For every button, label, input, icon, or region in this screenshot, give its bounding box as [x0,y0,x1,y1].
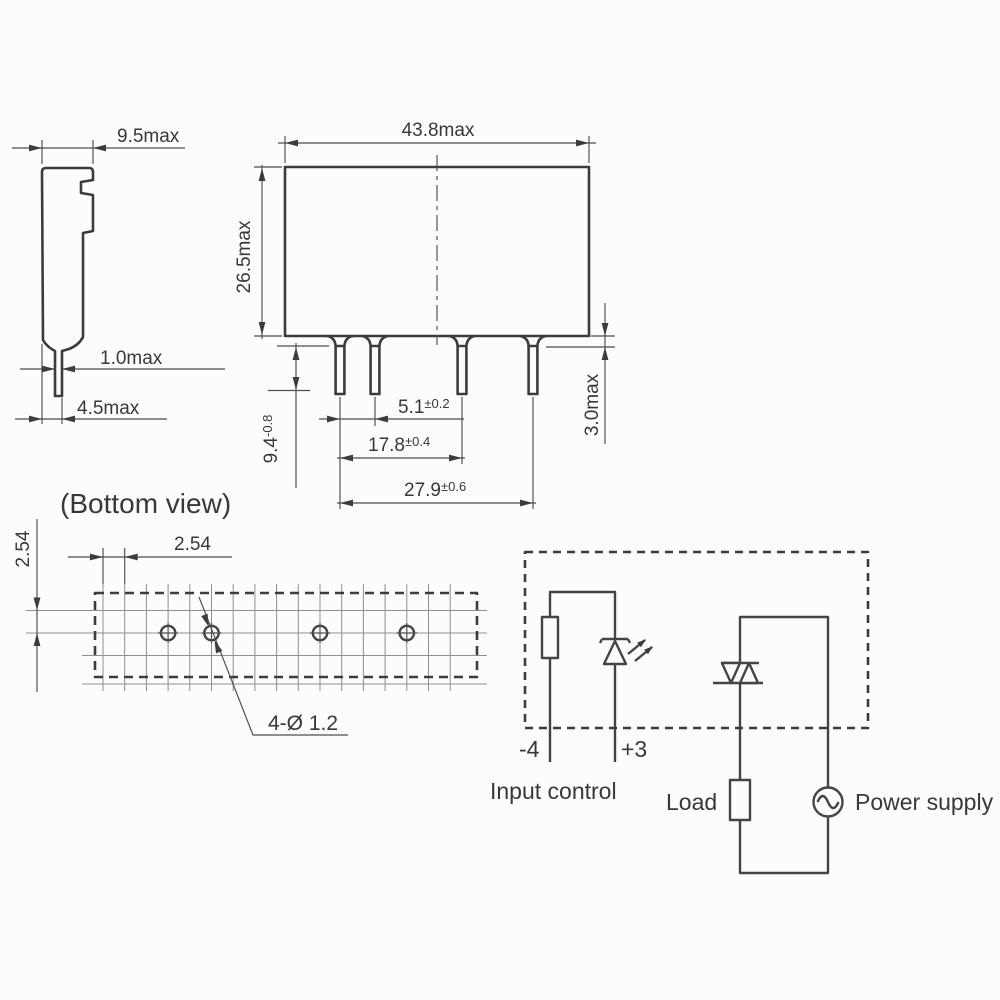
front-width-label: 43.8max [402,120,475,141]
bottom-view: (Bottom view) 2.54 2.54 4-Ø 1.2 [13,488,487,736]
side-view: 9.5max 1.0max 4.5max [12,126,225,424]
bottom-view-title: (Bottom view) [60,488,231,519]
triac-triangle-left [720,661,742,685]
grid-rows [26,610,487,685]
grid-pitch-label: 2.54 [174,534,211,555]
front-pin-1 [334,344,346,396]
side-view-body-outline [40,166,95,398]
led-symbol [598,636,655,666]
ac-source-symbol [812,786,844,818]
mounting-holes [158,623,417,643]
hole-crosshairs [158,623,417,643]
triac-symbol [713,661,763,685]
row-offset-label: 2.54 [13,530,34,567]
load-loop-wire [738,683,830,875]
front-pin-length-label: 9.4-0.8 [260,415,282,464]
front-pin-2 [369,344,381,396]
front-extension-lines [254,136,615,509]
led-anode-triangle [602,639,628,666]
terminal-negative-label: -4 [519,736,540,762]
ac-sine-wave [816,794,840,810]
output-top-wire [738,615,830,788]
triac-triangle-right [738,661,760,685]
grid-columns [102,584,451,691]
grid-pitch-extension-lines [102,548,126,584]
relay-package-outline [523,550,870,730]
hole-callout-label: 4-Ø 1.2 [268,712,338,735]
side-pin-offset-label: 4.5max [77,398,140,419]
input-control-label: Input control [490,778,617,804]
terminal-positive-label: +3 [621,736,647,762]
led-cathode-bar [598,637,632,644]
input-top-wire [548,590,617,639]
side-pin-thickness-label: 1.0max [100,348,163,369]
front-pitch12-label: 5.1±0.2 [398,396,450,418]
front-view: 43.8max 26.5max 5.1±0.2 17.8±0.4 27.9±0.… [234,120,615,509]
front-pitch14-label: 27.9±0.6 [404,479,466,501]
front-pin-fillets [326,334,547,347]
power-supply-label: Power supply [855,789,994,815]
front-pin-4 [527,344,539,396]
load-resistor [728,778,752,822]
side-width-label: 9.5max [117,126,180,147]
side-extension-lines [41,140,94,424]
application-circuit: -4 +3 Input control Load Power supply [490,550,994,875]
front-height-label: 26.5max [234,220,255,293]
input-resistor [540,615,560,660]
front-pin-3 [456,344,468,396]
bottom-view-body-outline [93,591,479,679]
front-pitch13-label: 17.8±0.4 [368,434,430,456]
front-standoff-label: 3.0max [582,373,603,436]
load-label: Load [666,789,717,815]
hole-callout-leader [198,596,348,736]
